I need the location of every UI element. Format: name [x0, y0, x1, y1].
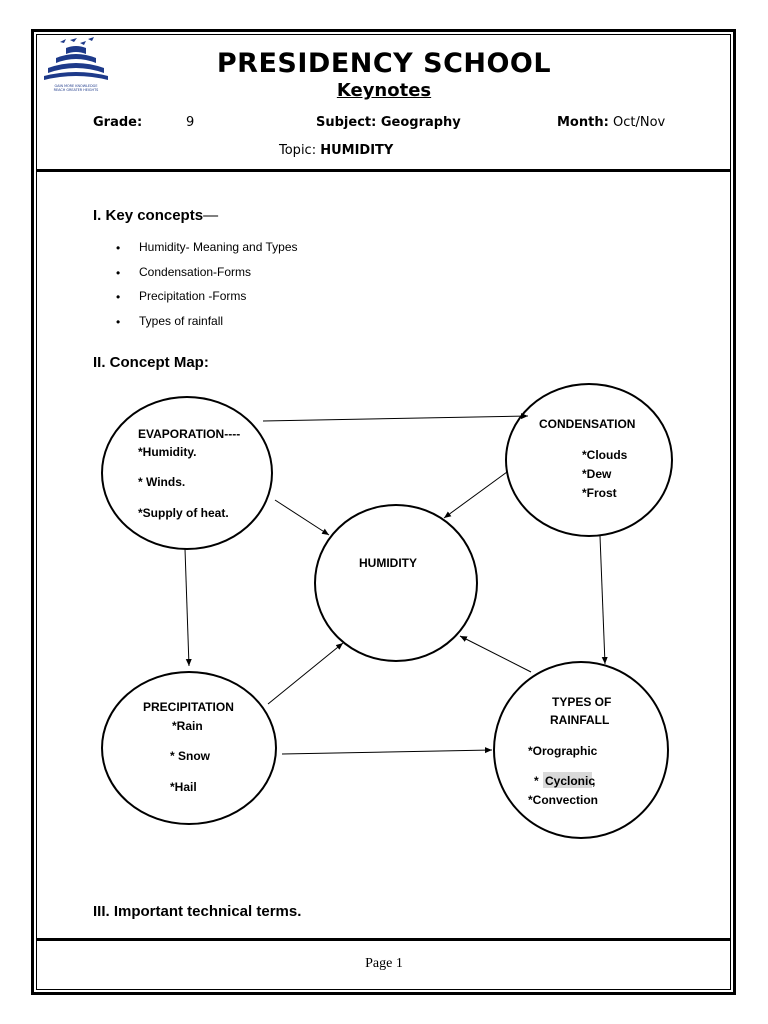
- precipitation-item: *Rain: [172, 719, 203, 733]
- precipitation-title: PRECIPITATION: [143, 700, 234, 714]
- rainfall-title-line-2: RAINFALL: [550, 713, 609, 727]
- condensation-node: [505, 383, 673, 537]
- list-item: • Condensation-Forms: [113, 265, 298, 290]
- evaporation-item: *Humidity.: [138, 445, 196, 459]
- arrow-evaporation-to-humidity: [274, 499, 330, 536]
- header-divider: [36, 169, 731, 172]
- section-concept-map-heading: II. Concept Map:: [93, 354, 209, 371]
- list-item-text: Humidity- Meaning and Types: [139, 240, 298, 254]
- evaporation-title: EVAPORATION----: [138, 427, 240, 441]
- school-name: PRESIDENCY SCHOOL: [216, 48, 552, 79]
- arrow-condensation-to-humidity: [443, 471, 508, 519]
- logo-tagline-2: REACH GREATER HEIGHTS: [54, 88, 99, 92]
- humidity-title: HUMIDITY: [359, 556, 417, 570]
- month-value: Oct/Nov: [613, 115, 666, 130]
- bullet-icon: •: [116, 265, 121, 280]
- list-item-text: Types of rainfall: [139, 314, 224, 329]
- grade-label: Grade:: [93, 115, 143, 130]
- rainfall-node: [493, 661, 669, 839]
- rainfall-item: *Orographic: [528, 744, 598, 758]
- precipitation-node: [101, 671, 277, 825]
- humidity-node: [314, 504, 478, 662]
- list-item-text: Precipitation -Forms: [139, 289, 247, 304]
- section-key-concepts-heading: I. Key concepts—: [93, 207, 218, 224]
- month-label: Month:: [557, 115, 609, 130]
- list-item: • Precipitation -Forms: [113, 289, 298, 314]
- topic: Topic: HUMIDITY: [279, 143, 393, 158]
- condensation-item: *Frost: [582, 486, 617, 500]
- cyclonic-highlight: [543, 772, 592, 788]
- evaporation-item: * Winds.: [138, 475, 185, 489]
- grade-value: 9: [186, 115, 195, 130]
- bullet-icon: •: [116, 315, 121, 330]
- page-outer-border: [31, 29, 736, 995]
- precipitation-item: * Snow: [170, 749, 211, 763]
- section-title: Key concepts: [105, 207, 204, 224]
- rainfall-item: *Convection: [528, 793, 598, 807]
- precipitation-item: *Hail: [170, 780, 197, 794]
- rainfall-item: Cyclonic: [545, 774, 595, 788]
- list-item: • Types of rainfall: [113, 314, 298, 339]
- arrow-precipitation-to-rainfall: [281, 747, 493, 755]
- condensation-title: CONDENSATION: [539, 417, 635, 431]
- list-item: • Humidity- Meaning and Types: [113, 240, 298, 265]
- page-number: Page 1: [365, 956, 403, 971]
- bullet-icon: •: [116, 290, 121, 305]
- list-item-text: Condensation-Forms: [139, 264, 252, 279]
- arrow-evaporation-to-condensation: [262, 413, 529, 422]
- page-inner-border: [36, 34, 731, 990]
- arrow-condensation-to-rainfall: [599, 535, 608, 665]
- evaporation-item: *Supply of heat.: [138, 506, 229, 520]
- topic-label: Topic:: [279, 143, 321, 158]
- footer-divider: [36, 938, 731, 941]
- key-concepts-list: • Humidity- Meaning and Types • Condensati…: [113, 240, 298, 339]
- condensation-item: *Dew: [582, 467, 612, 481]
- topic-value: HUMIDITY: [320, 143, 394, 158]
- school-logo: GAIN MORE KNOWLEDGE REACH GREATER HEIGHT…: [44, 37, 108, 92]
- document-type: Keynotes: [336, 80, 432, 101]
- arrow-evaporation-to-precipitation: [184, 548, 192, 667]
- arrow-precipitation-to-humidity: [267, 642, 344, 705]
- condensation-item: *Clouds: [582, 448, 628, 462]
- section-technical-terms-heading: III. Important technical terms.: [93, 903, 302, 920]
- section-numeral: I.: [93, 207, 102, 224]
- rainfall-item-prefix: *: [534, 774, 539, 788]
- evaporation-node: [101, 396, 273, 550]
- bullet-icon: •: [116, 241, 121, 255]
- section-suffix: —: [203, 207, 219, 224]
- logo-tagline-1: GAIN MORE KNOWLEDGE: [55, 84, 98, 88]
- rainfall-item-suffix: ,: [592, 774, 595, 788]
- rainfall-title-line-1: TYPES OF: [552, 695, 611, 709]
- subject-label: Subject: Geography: [316, 115, 461, 130]
- arrow-rainfall-to-humidity: [459, 635, 532, 673]
